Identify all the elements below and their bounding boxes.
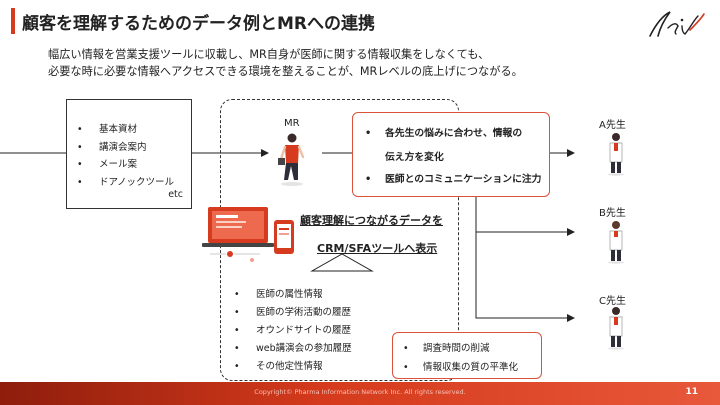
- doctor-b-label: B先生: [599, 208, 626, 219]
- list-item: web講演会の参加履歴: [234, 340, 352, 358]
- list-item: 情報収集の質の平準化: [403, 358, 518, 377]
- crm-label: CRM/SFAツールへ表示: [317, 242, 438, 255]
- materials-list: 基本資材 講演会案内 メール案 ドアノックツール: [77, 121, 174, 191]
- list-item: 医師の学術活動の履歴: [234, 304, 352, 322]
- materials-etc: etc: [168, 189, 183, 200]
- action-item-1-line-1: 各先生の悩みに合わせ、情報の: [385, 128, 523, 139]
- title-accent-bar: [11, 8, 15, 34]
- page-title: 顧客を理解するためのデータ例とMRへの連携: [22, 14, 376, 34]
- mr-label: MR: [284, 118, 300, 129]
- doctor-c-label: C先生: [599, 296, 626, 307]
- action-item: •医師とのコミュニケーションに注力: [365, 174, 542, 185]
- doctor-icon: [608, 133, 624, 176]
- copyright-text: Copyright© Pharma Information Network In…: [254, 388, 466, 396]
- lead-text: 幅広い情報を営業支援ツールに収載し、MR自身が医師に関する情報収集をしなくても、…: [48, 46, 523, 80]
- list-item: メール案: [77, 156, 174, 174]
- list-item: オウンドサイトの履歴: [234, 322, 352, 340]
- action-item-1-line-2: 伝え方を変化: [385, 152, 444, 163]
- action-item-2: 医師とのコミュニケーションに注力: [385, 174, 542, 185]
- list-item: 基本資材: [77, 121, 174, 139]
- materials-box: 基本資材 講演会案内 メール案 ドアノックツール etc: [66, 99, 192, 209]
- doctor-a-label: A先生: [599, 120, 626, 131]
- benefits-box: 調査時間の削減 情報収集の質の平準化: [392, 332, 542, 379]
- lead-line-2: 必要な時に必要な情報へアクセスできる環境を整えることが、MRレベルの底上げにつな…: [48, 65, 523, 78]
- list-item: ドアノックツール: [77, 174, 174, 192]
- footer-bar: Copyright© Pharma Information Network In…: [0, 382, 720, 405]
- benefits-list: 調査時間の削減 情報収集の質の平準化: [403, 339, 518, 377]
- list-item: 講演会案内: [77, 139, 174, 157]
- action-list: •各先生の悩みに合わせ、情報の 伝え方を変化 •医師とのコミュニケーションに注力: [365, 125, 541, 185]
- page-number: 11: [685, 387, 698, 397]
- doctor-icon: [608, 221, 624, 264]
- list-item: 医師の属性情報: [234, 286, 352, 304]
- data-heading: 顧客理解につながるデータを: [300, 214, 443, 227]
- flow-connectors: [0, 149, 575, 322]
- list-item: その他定性情報: [234, 358, 352, 376]
- laptop-phone-icon: [202, 207, 294, 262]
- action-item: •各先生の悩みに合わせ、情報の 伝え方を変化: [365, 125, 541, 163]
- action-box: •各先生の悩みに合わせ、情報の 伝え方を変化 •医師とのコミュニケーションに注力: [352, 112, 550, 197]
- doctor-icon: [608, 307, 624, 350]
- brand-logo-icon: [649, 11, 705, 37]
- list-item: 調査時間の削減: [403, 339, 518, 358]
- lead-line-1: 幅広い情報を営業支援ツールに収載し、MR自身が医師に関する情報収集をしなくても、: [48, 48, 490, 61]
- mr-person-icon: [278, 133, 305, 186]
- data-items-list: 医師の属性情報 医師の学術活動の履歴 オウンドサイトの履歴 web講演会の参加履…: [234, 286, 352, 376]
